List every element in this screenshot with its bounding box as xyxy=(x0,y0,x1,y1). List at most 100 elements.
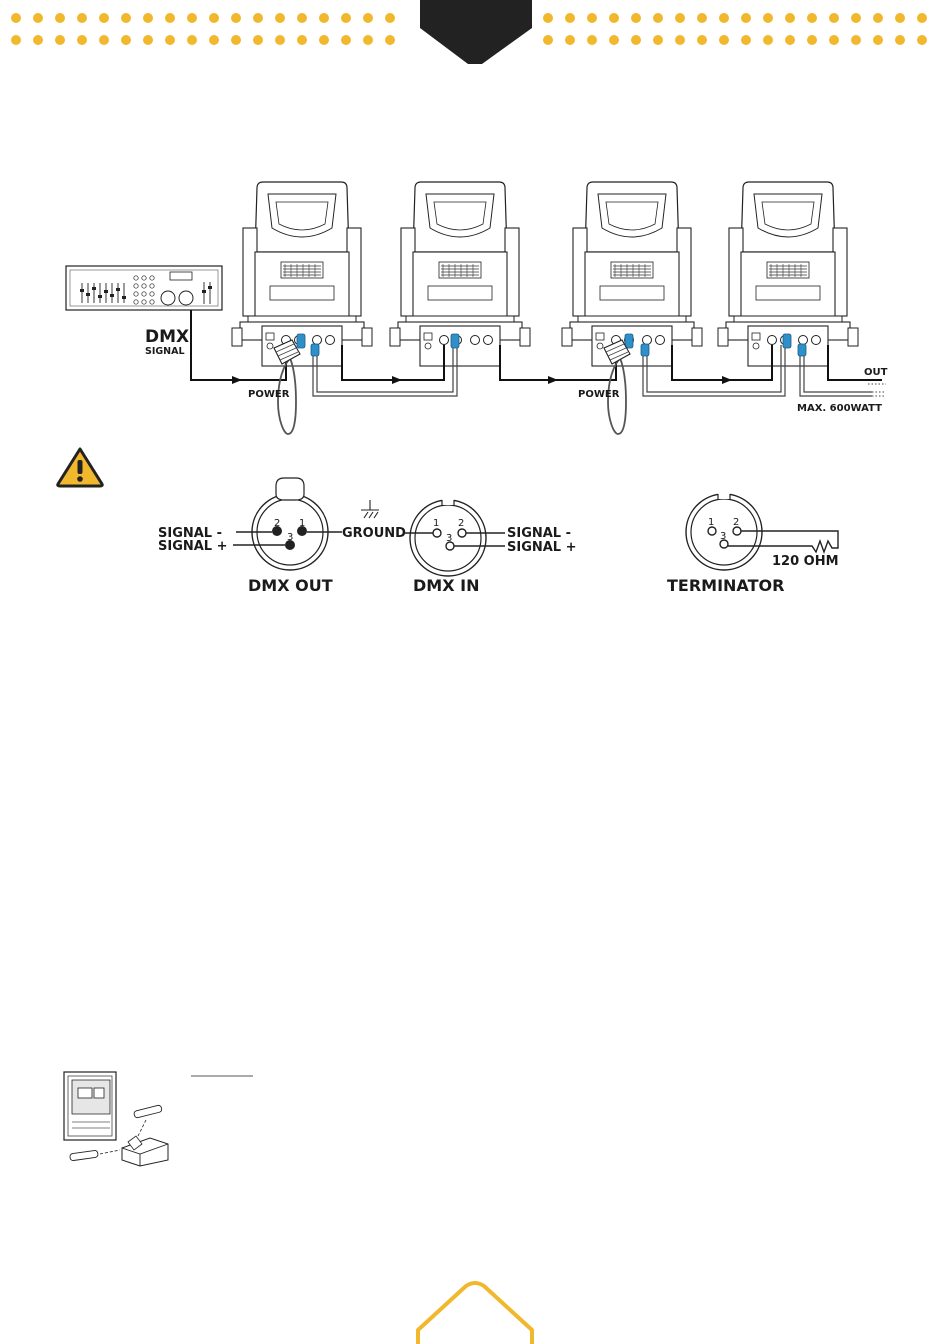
header-dot xyxy=(209,13,219,23)
header-dot xyxy=(631,35,641,45)
header-dot xyxy=(11,13,21,23)
header-dot xyxy=(873,13,883,23)
header-dot xyxy=(763,13,773,23)
header-dot xyxy=(209,35,219,45)
header-dot xyxy=(719,13,729,23)
header-dot xyxy=(851,13,861,23)
dmx-out-pin-2: 2 xyxy=(274,518,280,529)
header-dot xyxy=(873,35,883,45)
header-dot xyxy=(363,35,373,45)
header-dot xyxy=(77,35,87,45)
dmx-out-connector xyxy=(252,478,328,570)
header-dot xyxy=(55,13,65,23)
header-dot xyxy=(719,35,729,45)
header-dot xyxy=(785,13,795,23)
dmx-out-title: DMX OUT xyxy=(248,576,333,595)
header-dot xyxy=(895,13,905,23)
power-plug-1 xyxy=(274,340,300,434)
header-dot xyxy=(99,35,109,45)
out-label: OUT xyxy=(864,367,888,378)
header-dot xyxy=(829,35,839,45)
header-dot xyxy=(741,35,751,45)
header-dot xyxy=(33,13,43,23)
dmx-out-pin-3: 3 xyxy=(287,532,293,543)
header-dot xyxy=(565,13,575,23)
header-dot xyxy=(253,13,263,23)
header-dot xyxy=(319,35,329,45)
header-dot xyxy=(143,13,153,23)
power-label-2: POWER xyxy=(578,389,620,400)
header-dot xyxy=(675,13,685,23)
dmx-in-signal-minus-label: SIGNAL - xyxy=(507,526,571,541)
header-dot xyxy=(385,13,395,23)
header-dot xyxy=(917,13,927,23)
fuse-holder-illustration xyxy=(64,1072,253,1166)
moving-head-fixture-2 xyxy=(390,182,530,366)
header-dot xyxy=(609,13,619,23)
header-dot xyxy=(121,35,131,45)
header-dot xyxy=(165,35,175,45)
header-dot xyxy=(917,35,927,45)
terminator-title: TERMINATOR xyxy=(667,576,784,595)
header-chevron xyxy=(420,0,532,64)
power-label-1: POWER xyxy=(248,389,290,400)
header-dot xyxy=(187,35,197,45)
header-dot xyxy=(11,35,21,45)
header-dot xyxy=(697,35,707,45)
header-dot xyxy=(587,13,597,23)
header-dot xyxy=(363,13,373,23)
header-dot xyxy=(33,35,43,45)
header-dot xyxy=(165,13,175,23)
dmx-in-pin-3: 3 xyxy=(446,533,452,544)
header-dot xyxy=(275,13,285,23)
header-dot xyxy=(253,35,263,45)
terminator-pin-3: 3 xyxy=(720,531,726,542)
header-dot xyxy=(385,35,395,45)
dmx-in-pin-1: 1 xyxy=(433,518,439,529)
dmx-label: DMX xyxy=(145,327,189,347)
header-dot xyxy=(653,35,663,45)
terminator-ohm-label: 120 OHM xyxy=(772,554,839,569)
header-dot xyxy=(631,13,641,23)
header-dot xyxy=(231,35,241,45)
header-dot xyxy=(851,35,861,45)
dmx-out-signal-plus-label: SIGNAL + xyxy=(158,539,228,554)
dmx-out-pin-1: 1 xyxy=(299,518,305,529)
dmx-in-signal-plus-label: SIGNAL + xyxy=(507,540,577,555)
power-out-dotted xyxy=(868,384,886,396)
dmx-controller xyxy=(66,266,222,310)
ground-symbol-icon xyxy=(361,500,379,518)
terminator-pin-2: 2 xyxy=(733,517,739,528)
dmx-in-pin-2: 2 xyxy=(458,518,464,529)
header-dot xyxy=(121,13,131,23)
header-dot xyxy=(231,13,241,23)
header-dot xyxy=(297,13,307,23)
terminator-pin-1: 1 xyxy=(708,517,714,528)
header-dot xyxy=(829,13,839,23)
footer-page-outline xyxy=(418,1283,532,1344)
header-dot xyxy=(741,13,751,23)
header-dot xyxy=(99,13,109,23)
header-dot xyxy=(609,35,619,45)
header-dot xyxy=(275,35,285,45)
header-dot xyxy=(807,13,817,23)
header-dot xyxy=(341,13,351,23)
ground-label: GROUND xyxy=(342,526,406,541)
header-dot xyxy=(543,13,553,23)
header-dot xyxy=(143,35,153,45)
signal-label: SIGNAL xyxy=(145,346,185,357)
power-plug-2 xyxy=(604,340,630,434)
header-dot xyxy=(543,35,553,45)
warning-triangle-icon xyxy=(58,449,103,486)
header-dot xyxy=(785,35,795,45)
dmx-in-title: DMX IN xyxy=(413,576,479,595)
header-dot xyxy=(895,35,905,45)
header-dot xyxy=(763,35,773,45)
header-dot xyxy=(297,35,307,45)
header-dot xyxy=(565,35,575,45)
header-dot xyxy=(653,13,663,23)
header-dot xyxy=(807,35,817,45)
header-dot xyxy=(675,35,685,45)
header-dot xyxy=(319,13,329,23)
